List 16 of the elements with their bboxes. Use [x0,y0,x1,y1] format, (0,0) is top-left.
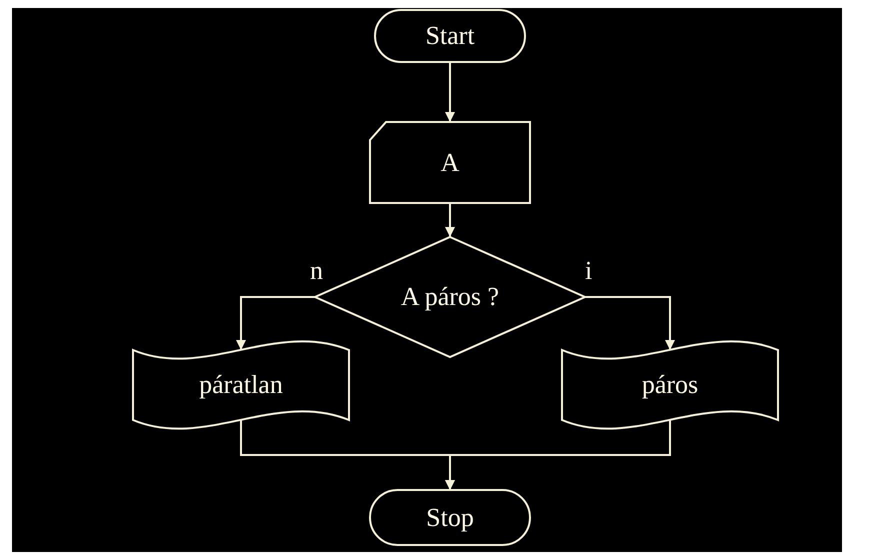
arrow [445,203,455,237]
node-label: páratlan [199,370,283,400]
node-label: Start [425,21,475,51]
node-label: páros [642,370,698,400]
stop-terminal [370,490,530,545]
output-tape [562,340,778,430]
node-label: A páros ? [400,282,500,312]
arrow [445,420,671,490]
node-label: A [440,148,460,178]
node-label: Stop [426,502,474,532]
input-box [370,122,530,203]
start-terminal [375,10,525,62]
output-tape [133,340,349,430]
arrow [445,62,455,122]
arrow [236,296,315,350]
arrow [585,296,675,350]
